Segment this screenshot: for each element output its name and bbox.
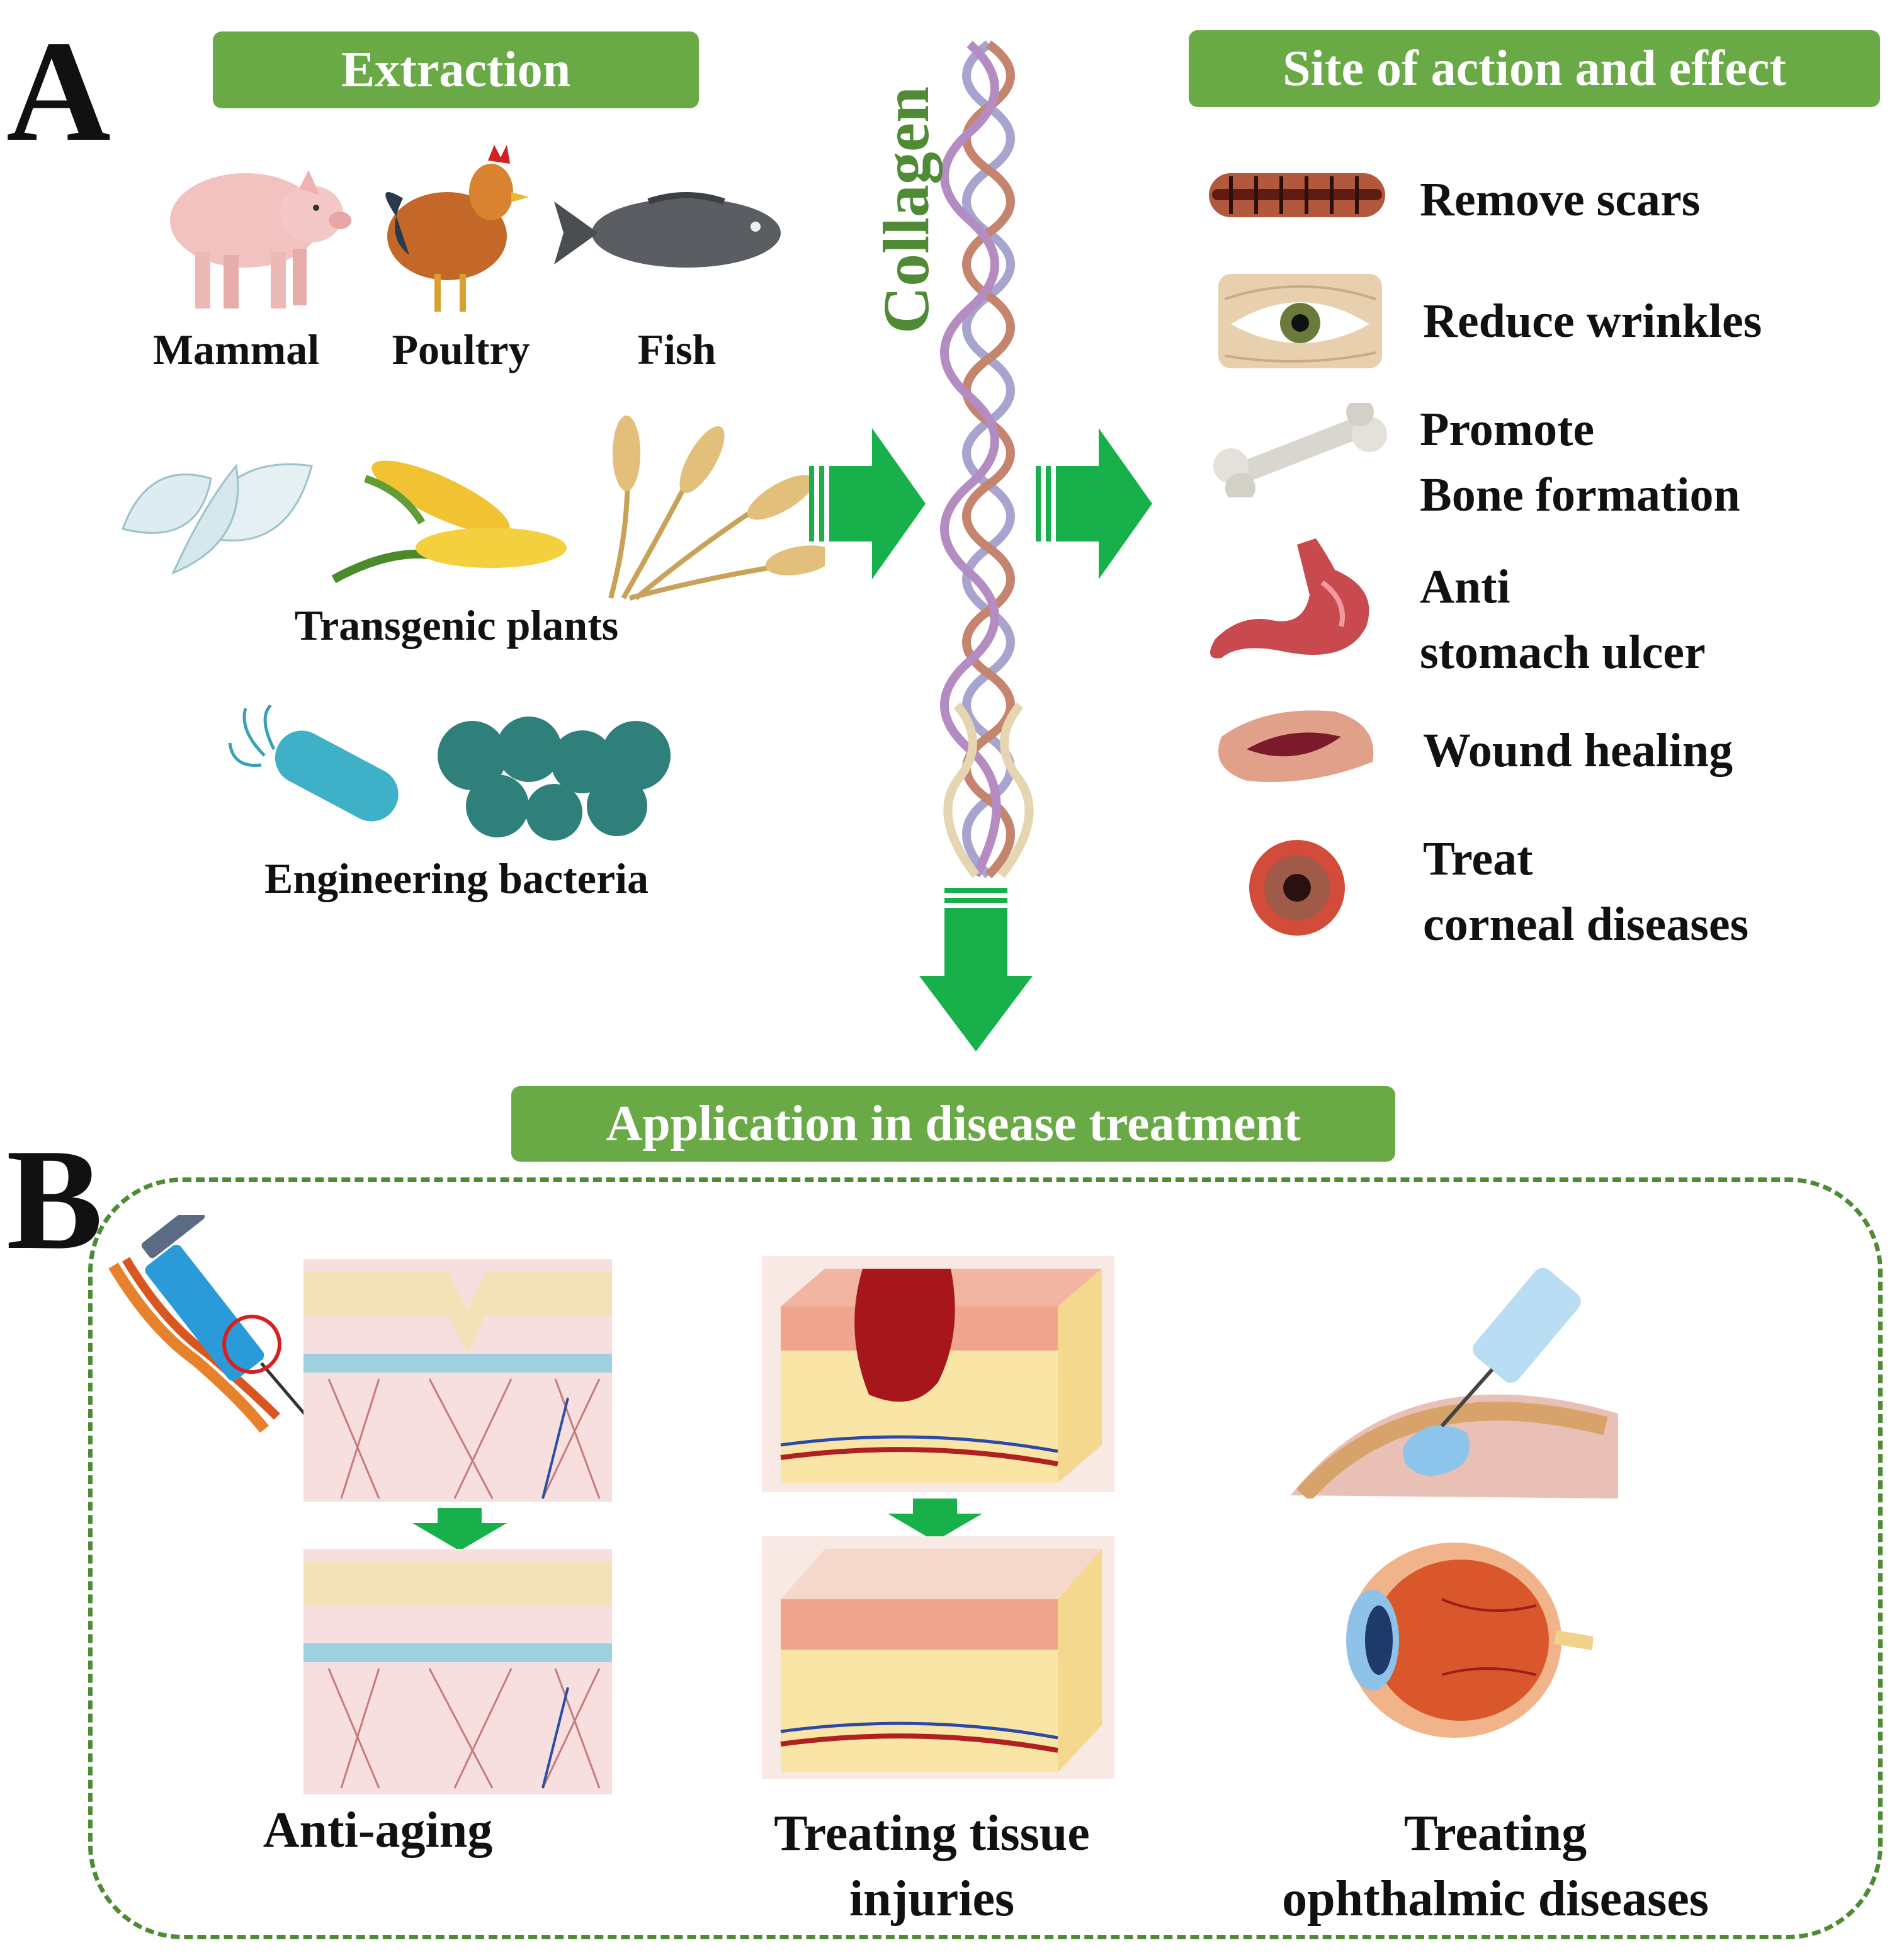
site-of-action-banner: Site of action and effect — [1189, 30, 1880, 107]
arrow-right-1-icon — [809, 428, 926, 579]
skin-rejuvenated-icon — [303, 1549, 612, 1794]
wound-icon — [1218, 710, 1374, 782]
wrinkled-eye-icon — [1218, 274, 1382, 368]
eyeball-icon — [1346, 1543, 1593, 1738]
tobacco-leaf-icon — [122, 463, 313, 575]
fish-icon — [554, 192, 781, 268]
tissue-injuries-label: Treating tissue injuries — [774, 1801, 1089, 1932]
arrow-down-small-1-icon — [412, 1508, 507, 1551]
ophthalmic-line2: ophthalmic diseases — [1282, 1871, 1709, 1927]
arrow-down-icon — [919, 888, 1033, 1051]
effect-remove-scars: Remove scars — [1420, 173, 1701, 226]
effect-reduce-wrinkles: Reduce wrinkles — [1423, 295, 1762, 348]
effect-anti-ulcer: Anti stomach ulcer — [1420, 554, 1706, 685]
poultry-label: Poultry — [392, 326, 530, 373]
tissue-injuries-line2: injuries — [849, 1871, 1015, 1927]
arrow-down-small-2-icon — [888, 1499, 982, 1541]
engineering-bacteria-label: Engineering bacteria — [264, 854, 649, 902]
effect-treat-corneal: Treat corneal diseases — [1423, 826, 1748, 957]
application-banner: Application in disease treatment — [511, 1086, 1395, 1162]
fish-label: Fish — [637, 326, 717, 373]
tissue-injuries-line1: Treating tissue — [774, 1806, 1090, 1861]
effect-anti-line2: stomach ulcer — [1420, 626, 1706, 679]
pig-icon — [170, 170, 351, 309]
stomach-icon — [1210, 538, 1369, 659]
effect-treat-line1: Treat — [1423, 832, 1533, 885]
scar-icon — [1209, 173, 1385, 217]
effect-promote-line1: Promote — [1420, 403, 1595, 456]
tissue-healed-icon — [762, 1536, 1114, 1779]
panel-a-letter: A — [6, 11, 111, 171]
cornea-icon — [1249, 840, 1345, 936]
ophthalmic-line1: Treating — [1403, 1806, 1587, 1861]
panel-b-letter: B — [6, 1119, 103, 1279]
collagen-label: Collagen — [870, 86, 943, 334]
extraction-banner: Extraction — [213, 31, 699, 108]
yeast-icon — [438, 717, 671, 841]
applications-box — [88, 1177, 1883, 1939]
effect-wound-healing: Wound healing — [1423, 724, 1733, 777]
eye-injection-icon — [1291, 1267, 1618, 1499]
ophthalmic-label: Treating ophthalmic diseases — [1282, 1801, 1709, 1932]
bacterium-icon — [228, 705, 399, 822]
anti-aging-label: Anti-aging — [263, 1803, 493, 1858]
syringe-collagen-icon — [108, 1215, 335, 1448]
transgenic-plants-label: Transgenic plants — [294, 601, 619, 649]
arrow-right-2-icon — [1036, 428, 1152, 579]
effect-anti-line1: Anti — [1420, 560, 1510, 613]
effect-promote-bone: Promote Bone formation — [1420, 397, 1740, 528]
rooster-icon — [385, 145, 529, 312]
collagen-helix-icon — [940, 40, 1034, 878]
bone-icon — [1213, 403, 1387, 497]
mammal-label: Mammal — [152, 326, 320, 373]
effect-treat-line2: corneal diseases — [1423, 898, 1749, 951]
skin-aged-icon — [303, 1259, 612, 1502]
tissue-injury-icon — [762, 1256, 1114, 1492]
corn-icon — [331, 460, 567, 584]
effect-promote-line2: Bone formation — [1420, 468, 1740, 521]
wheat-icon — [608, 416, 825, 601]
